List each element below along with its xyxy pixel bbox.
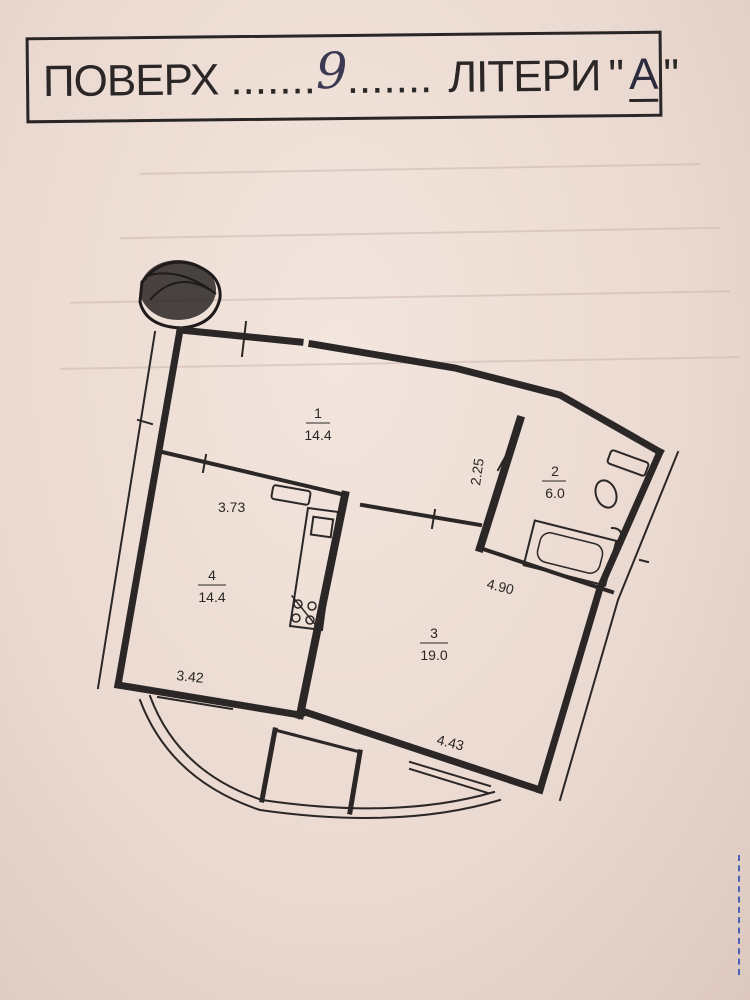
room-2-number: 2 [551,463,559,479]
room-4-label: 4 14.4 [198,567,226,605]
edge-marking [738,855,748,975]
ink-blot-stamp [138,260,222,330]
room-2-area: 6.0 [545,485,565,501]
dimension-3-73: 3.73 [218,499,245,515]
room-3-number: 3 [430,625,438,641]
room-4-area: 14.4 [198,589,225,605]
room-2-label: 2 6.0 [542,463,566,501]
dimension-4-43: 4.43 [435,731,466,753]
room-3-area: 19.0 [420,647,447,663]
room-4-number: 4 [208,567,216,583]
plan-walls [96,320,680,819]
dimension-4-90: 4.90 [485,575,516,597]
dimension-3-42: 3.42 [176,667,205,686]
room-3-label: 3 19.0 [420,625,448,663]
dimension-2-25: 2.25 [467,457,487,486]
room-1-label: 1 14.4 [304,405,331,443]
room-1-area: 14.4 [304,427,331,443]
room-1-number: 1 [314,405,322,421]
